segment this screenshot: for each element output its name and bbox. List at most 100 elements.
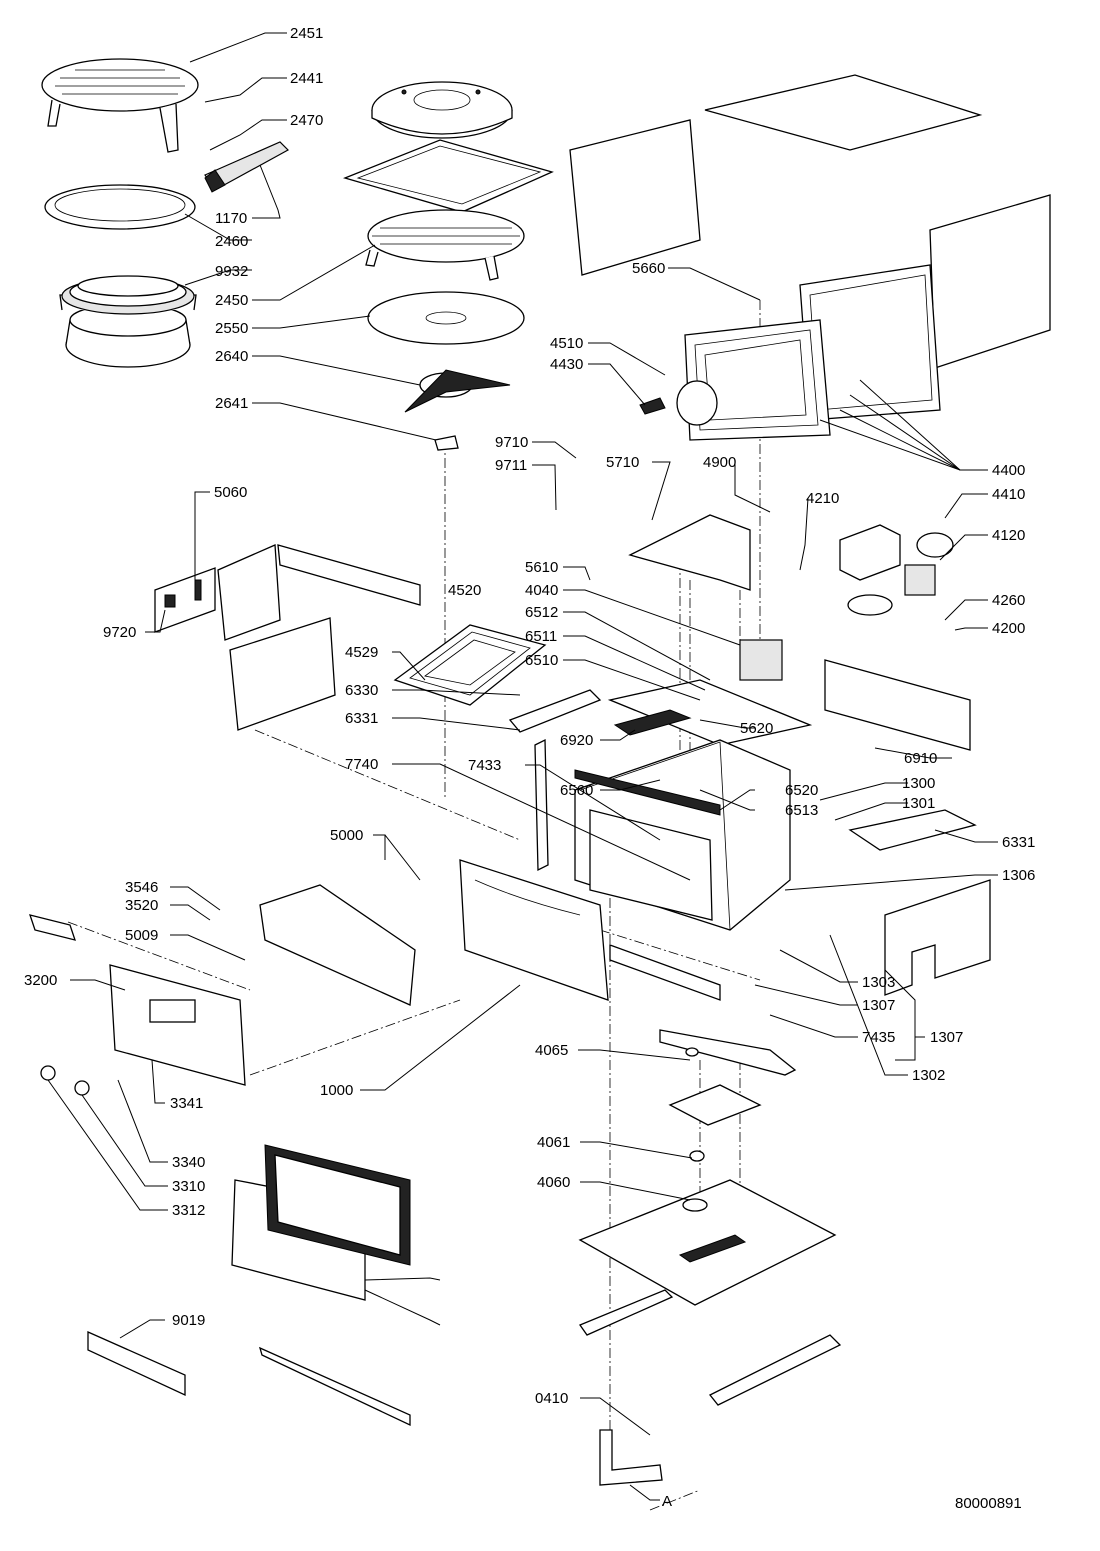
magnetron-4040 [739, 639, 783, 681]
reference-letter: A [662, 1493, 672, 1510]
part-label-5710: 5710 [606, 454, 639, 471]
part-label-3310: 3310 [172, 1178, 205, 1195]
part-label-4900: 4900 [703, 454, 736, 471]
knobs-3310 [40, 1065, 90, 1096]
trim-9019 [87, 1331, 186, 1397]
door-frame-5000 [259, 884, 416, 1006]
part-label-2441: 2441 [290, 70, 323, 87]
part-label-1000: 1000 [320, 1082, 353, 1099]
part-label-5660: 5660 [632, 260, 665, 277]
base-plate [578, 1150, 837, 1306]
part-labels: 2451 2441 2470 1170 2460 9932 2450 2550 … [24, 25, 1035, 1512]
part-label-1303: 1303 [862, 974, 895, 991]
part-label-3340: 3340 [172, 1154, 205, 1171]
part-label-4260: 4260 [992, 592, 1025, 609]
part-label-4510: 4510 [550, 335, 583, 352]
capacitor-4120 [847, 564, 936, 616]
part-label-2450: 2450 [215, 292, 248, 309]
part-label-5009: 5009 [125, 927, 158, 944]
plate-4065 [668, 1047, 762, 1126]
steamer-9932 [59, 275, 197, 368]
part-label-4065: 4065 [535, 1042, 568, 1059]
part-label-2640: 2640 [215, 348, 248, 365]
transformer-4410 [839, 524, 954, 581]
part-label-4400: 4400 [992, 462, 1025, 479]
part-label-6512: 6512 [525, 604, 558, 621]
drawing-number: 80000891 [955, 1495, 1022, 1512]
part-label-5060: 5060 [214, 484, 247, 501]
part-label-6331-top: 6331 [345, 710, 378, 727]
part-label-3520: 3520 [125, 897, 158, 914]
part-label-4410: 4410 [992, 486, 1025, 503]
part-label-7433: 7433 [468, 757, 501, 774]
door-glass [264, 1144, 411, 1266]
fan-4430 [639, 380, 718, 426]
bottom-bar [258, 1346, 411, 1427]
part-label-6510: 6510 [525, 652, 558, 669]
round-rack-2450 [365, 209, 525, 281]
tray-2470 [343, 139, 554, 213]
part-label-6560: 6560 [560, 782, 593, 799]
left-clip [29, 914, 76, 941]
side-bracket-4200 [824, 659, 971, 751]
plate-2460 [44, 184, 196, 230]
part-label-7740: 7740 [345, 756, 378, 773]
main-housing [574, 739, 791, 931]
bracket-assembly [217, 544, 421, 641]
turntable-2550 [367, 291, 525, 345]
part-label-5610: 5610 [525, 559, 558, 576]
part-label-3341: 3341 [170, 1095, 203, 1112]
part-label-6513: 6513 [785, 802, 818, 819]
part-label-0410: 0410 [535, 1390, 568, 1407]
strip-7433 [534, 738, 549, 872]
part-label-1306: 1306 [1002, 867, 1035, 884]
part-label-1307-right: 1307 [930, 1029, 963, 1046]
part-label-6331-right: 6331 [1002, 834, 1035, 851]
roller-ring-2640 [404, 369, 511, 413]
part-label-9019: 9019 [172, 1312, 205, 1329]
part-label-1302: 1302 [912, 1067, 945, 1084]
duct-panel [628, 514, 751, 591]
part-label-2460: 2460 [215, 233, 248, 250]
part-label-9710: 9710 [495, 434, 528, 451]
part-label-9720: 9720 [103, 624, 136, 641]
side-panel [569, 119, 701, 276]
insulation-right [884, 879, 991, 996]
part-label-2641: 2641 [215, 395, 248, 412]
part-label-1301: 1301 [902, 795, 935, 812]
part-label-6511: 6511 [525, 628, 557, 645]
part-label-4210: 4210 [806, 490, 839, 507]
part-label-4061: 4061 [537, 1134, 570, 1151]
part-label-4120: 4120 [992, 527, 1025, 544]
part-label-4430: 4430 [550, 356, 583, 373]
part-label-9711: 9711 [495, 457, 527, 474]
handle-1170 [204, 141, 289, 193]
part-label-5620: 5620 [740, 720, 773, 737]
control-panel-3200 [109, 964, 246, 1086]
door-1000 [459, 859, 609, 1001]
base-rails [579, 1289, 842, 1406]
round-rack-2451 [41, 58, 199, 153]
cover-2441 [371, 81, 513, 139]
part-label-9932: 9932 [215, 263, 248, 280]
part-label-6520: 6520 [785, 782, 818, 799]
insulation-panel [229, 617, 336, 731]
foot-0410 [599, 1429, 663, 1486]
part-label-2470: 2470 [290, 112, 323, 129]
part-label-4520: 4520 [448, 582, 481, 599]
top-plate-5620 [607, 679, 813, 746]
part-label-1300: 1300 [902, 775, 935, 792]
part-label-2550: 2550 [215, 320, 248, 337]
heating-element-4520 [393, 624, 547, 706]
top-cover [704, 74, 983, 151]
leader-lines [47, 32, 998, 1501]
part-label-6920: 6920 [560, 732, 593, 749]
sensor-1301 [848, 809, 977, 851]
part-label-6330: 6330 [345, 682, 378, 699]
part-label-4200: 4200 [992, 620, 1025, 637]
part-label-3312: 3312 [172, 1202, 205, 1219]
part-label-1307-center: 1307 [862, 997, 895, 1014]
back-panel [929, 194, 1051, 369]
